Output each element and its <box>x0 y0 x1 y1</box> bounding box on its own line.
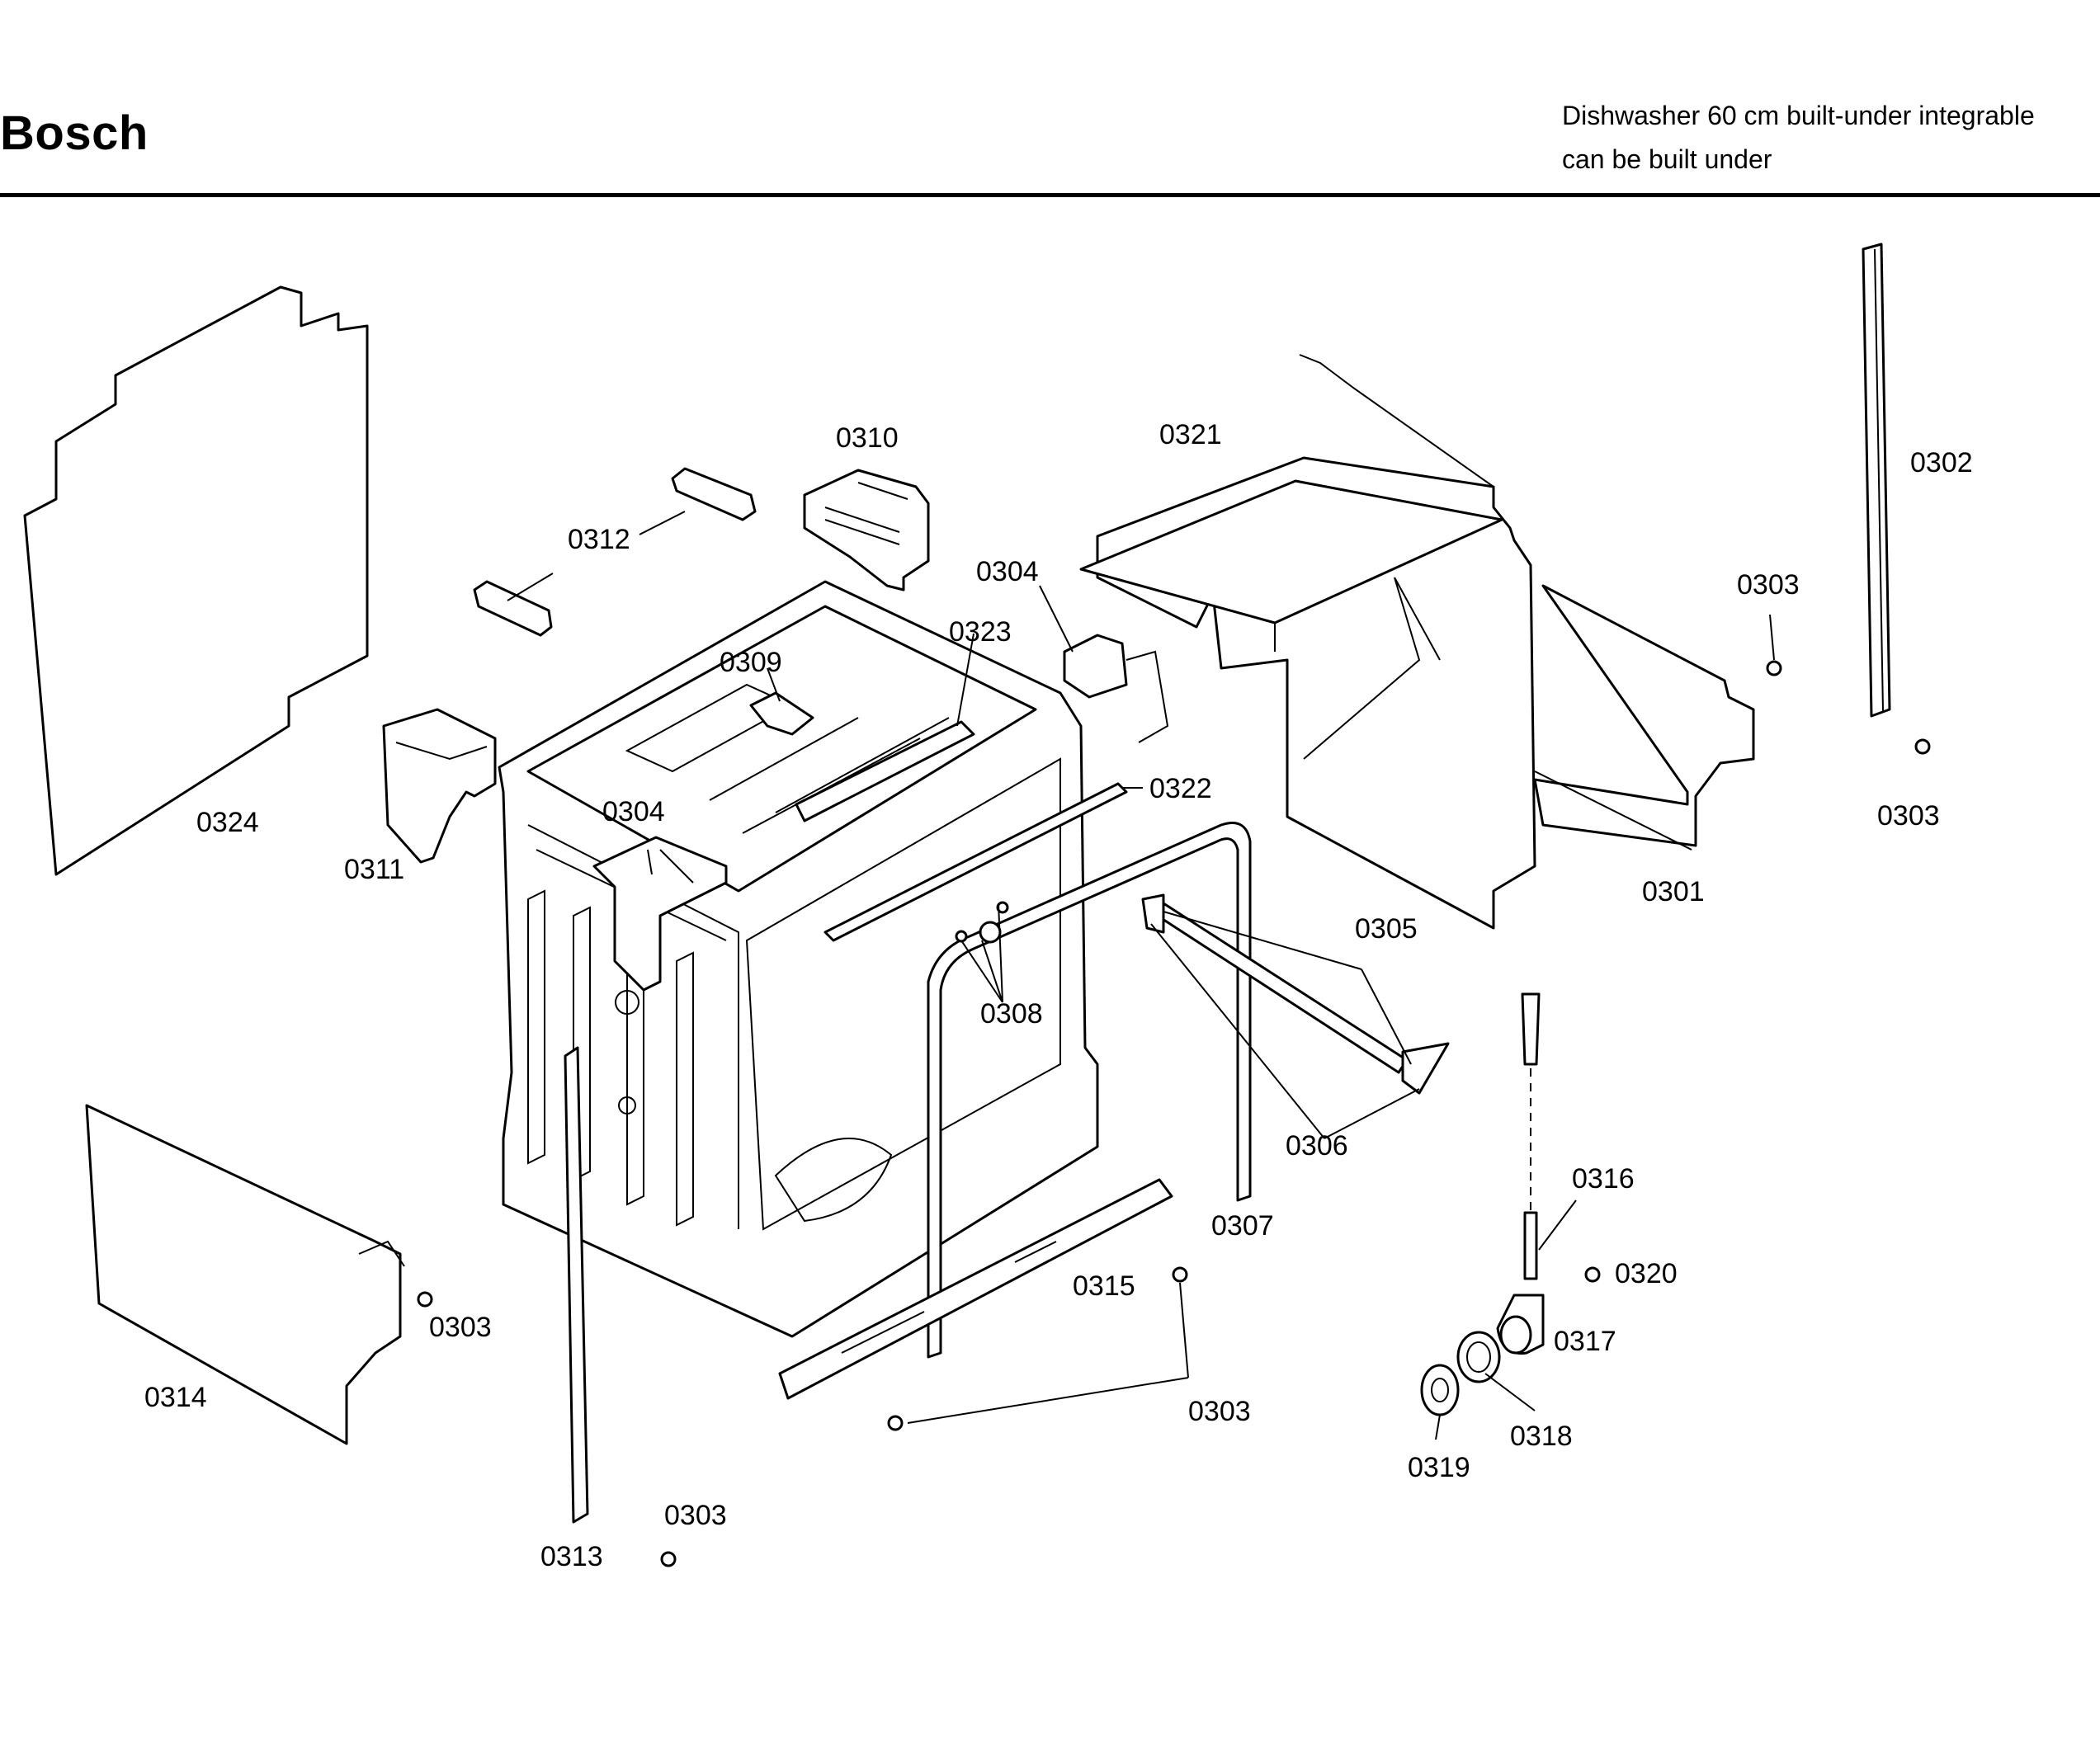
callout-0320: 0320 <box>1615 1258 1678 1289</box>
callout-0304-a: 0304 <box>976 556 1039 587</box>
base-plinth <box>778 1178 1173 1400</box>
connector-block-top <box>803 469 930 591</box>
callout-0306: 0306 <box>1286 1130 1348 1162</box>
crossbar <box>1141 893 1450 1095</box>
callout-0303-e: 0303 <box>664 1500 727 1531</box>
side-panel-right <box>1533 584 1755 851</box>
callout-0319: 0319 <box>1408 1452 1470 1483</box>
drain-elbow <box>1496 1294 1545 1355</box>
front-rail <box>823 782 1128 942</box>
side-panel-left <box>23 285 369 876</box>
callout-0318: 0318 <box>1510 1421 1573 1452</box>
callout-0303-b: 0303 <box>1877 800 1940 832</box>
callout-0303-a: 0303 <box>1737 569 1800 601</box>
callout-labels: 0301 0302 0303 0303 0303 0303 0303 0304 … <box>144 419 1973 1572</box>
front-lower-panel <box>85 1104 405 1445</box>
callout-0314: 0314 <box>144 1382 207 1413</box>
callout-0316: 0316 <box>1572 1163 1635 1195</box>
brand-title: Bosch <box>0 106 149 160</box>
callout-0305: 0305 <box>1355 913 1418 945</box>
callout-0321: 0321 <box>1159 419 1222 450</box>
callout-0324: 0324 <box>196 807 259 838</box>
callout-0322: 0322 <box>1149 773 1212 804</box>
hinge-bracket-left <box>592 836 728 992</box>
leader-lines <box>507 511 1775 1440</box>
vertical-strip-left <box>564 1046 589 1524</box>
model-description: Dishwasher 60 cm built-under integrable <box>1562 101 2035 130</box>
top-rear-panel <box>1079 354 1536 930</box>
callout-0313: 0313 <box>540 1541 603 1572</box>
model-description-line2: can be built under <box>1562 144 1772 174</box>
callout-0312: 0312 <box>568 524 630 555</box>
callout-0301: 0301 <box>1642 876 1705 907</box>
callout-0308: 0308 <box>980 998 1043 1030</box>
callout-0311: 0311 <box>344 854 404 885</box>
callout-0307: 0307 <box>1211 1210 1274 1242</box>
callout-0310: 0310 <box>836 422 899 454</box>
callout-0317: 0317 <box>1554 1326 1616 1357</box>
top-brackets <box>473 467 757 637</box>
vertical-strip <box>1862 243 1891 718</box>
header-rule <box>0 193 2100 197</box>
connector-block-left <box>382 708 497 864</box>
callout-0323: 0323 <box>949 616 1012 648</box>
tub-cabinet <box>498 580 1099 1338</box>
callout-0303-c: 0303 <box>429 1312 492 1343</box>
callout-0303-d: 0303 <box>1188 1396 1251 1427</box>
callout-0304-b: 0304 <box>602 796 665 827</box>
seal-rings <box>1420 1331 1501 1416</box>
hinge-bracket-right <box>1063 634 1169 743</box>
drain-hose <box>1521 992 1541 1280</box>
screws <box>417 660 1931 1567</box>
latch-clip <box>749 691 814 736</box>
callout-0315: 0315 <box>1073 1270 1135 1302</box>
callout-0309: 0309 <box>720 647 782 678</box>
callout-0302: 0302 <box>1910 447 1973 478</box>
